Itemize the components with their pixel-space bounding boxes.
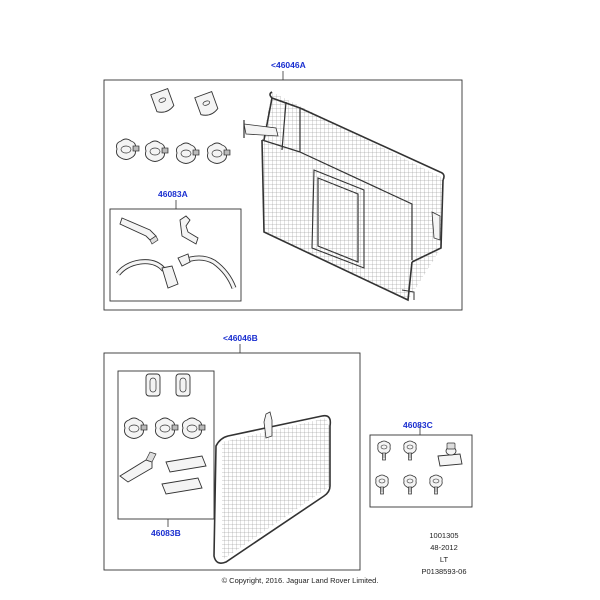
date-code: 48-2012	[430, 543, 458, 552]
knob-part	[176, 142, 200, 164]
callout-kit-a[interactable]: <46046A	[271, 60, 306, 70]
barrier-a-part	[243, 91, 445, 302]
hook-part	[177, 253, 237, 289]
knob-part	[124, 417, 148, 439]
strip-part	[161, 477, 203, 495]
ref-code: 1001305	[429, 531, 459, 540]
screw-knob-part	[377, 440, 391, 461]
callout-fasteners-c[interactable]: 46083C	[403, 420, 433, 430]
screw-knob-part	[403, 474, 417, 495]
bracket-part	[119, 451, 157, 483]
bracket-part	[179, 215, 199, 245]
knob-part	[182, 417, 206, 439]
hook-part	[116, 259, 179, 289]
clips-a-frame	[109, 208, 242, 302]
barrier-b-part	[213, 411, 332, 564]
knob-part	[207, 142, 231, 164]
screw-knob-part	[429, 474, 443, 495]
slot-pad-part	[145, 373, 161, 397]
bracket-part	[119, 217, 159, 245]
knob-part	[145, 140, 169, 162]
callout-clips-b[interactable]: 46083B	[151, 528, 181, 538]
kit-b-frame	[103, 352, 361, 571]
clips-b-frame	[117, 370, 215, 520]
slot-pad-part	[175, 373, 191, 397]
pad-part	[150, 88, 175, 113]
knob-part	[116, 138, 140, 160]
illustration-id: P0138593-06	[421, 567, 467, 576]
callout-kit-b[interactable]: <46046B	[223, 333, 258, 343]
author-code: LT	[439, 555, 449, 564]
callout-clips-a[interactable]: 46083A	[158, 189, 188, 199]
fasteners-c-group	[369, 426, 473, 508]
kit-a-group	[103, 71, 463, 311]
screw-knob-part	[403, 440, 417, 461]
screw-knob-part	[375, 474, 389, 495]
strip-part	[165, 455, 207, 473]
pad-part	[194, 91, 219, 116]
knob-part	[155, 417, 179, 439]
copyright-notice: © Copyright, 2016. Jaguar Land Rover Lim…	[221, 576, 379, 585]
fasteners-c-frame	[369, 434, 473, 508]
kit-b-group	[103, 344, 361, 571]
clip-nut-part	[437, 442, 463, 467]
